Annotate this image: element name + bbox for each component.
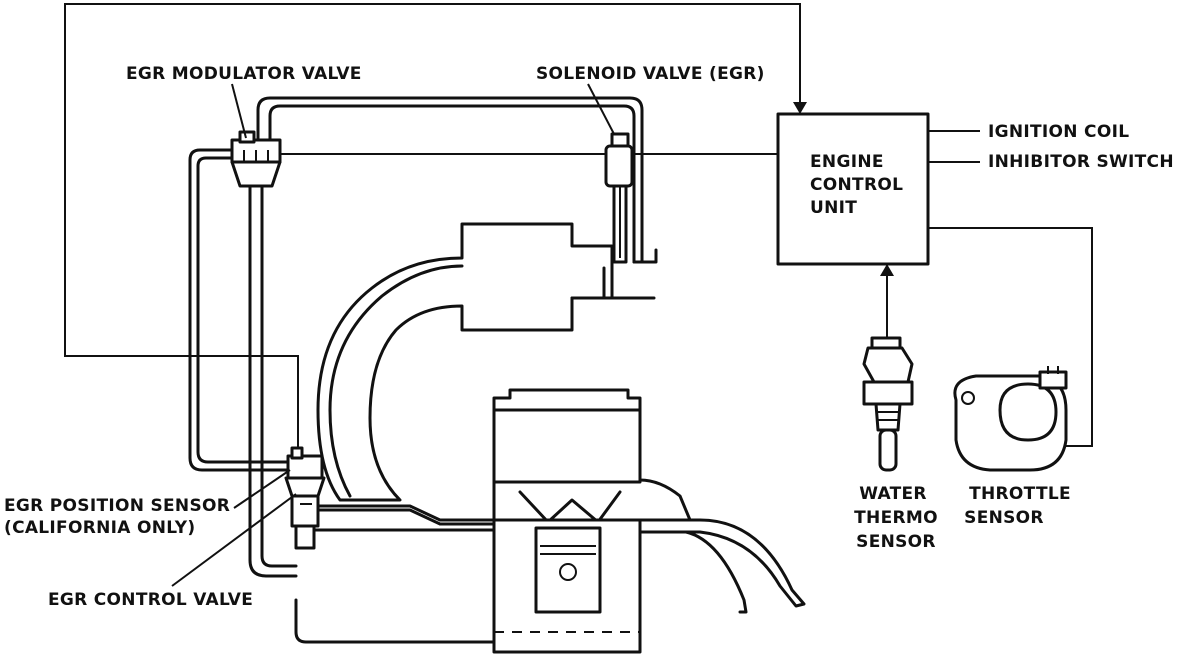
leader-lines [171, 83, 615, 587]
ecu-label-line2: CONTROL [810, 175, 904, 195]
egr-control-valve [284, 446, 326, 550]
engine-block [294, 388, 806, 644]
inhibitor-switch-label: INHIBITOR SWITCH [988, 152, 1174, 172]
engine-control-unit [776, 112, 1093, 447]
ecu-label-line3: UNIT [810, 198, 858, 218]
egr-position-sensor-label-line2: (CALIFORNIA ONLY) [4, 518, 196, 538]
egr-control-valve-label: EGR CONTROL VALVE [48, 590, 254, 610]
intake-manifold [316, 222, 656, 502]
vacuum-hose-left [188, 148, 290, 472]
egr-modulator-valve [230, 130, 298, 578]
water-thermo-sensor-label-line2: THERMO [854, 508, 938, 528]
throttle-sensor-label-line1: THROTTLE [969, 484, 1071, 504]
water-thermo-sensor-label-line3: SENSOR [856, 532, 936, 552]
solenoid-valve-label: SOLENOID VALVE (EGR) [536, 64, 765, 84]
position-sensor-signal-wire [64, 3, 807, 460]
throttle-sensor-label-line2: SENSOR [964, 508, 1044, 528]
water-thermo-sensor [862, 336, 914, 472]
ignition-coil-label: IGNITION COIL [988, 122, 1130, 142]
water-thermo-sensor-label-line1: WATER [859, 484, 927, 504]
throttle-sensor [953, 366, 1068, 472]
piston [492, 518, 642, 654]
egr-position-sensor-label-line1: EGR POSITION SENSOR [4, 496, 231, 516]
egr-modulator-valve-label: EGR MODULATOR VALVE [126, 64, 362, 84]
ecu-label-line1: ENGINE [810, 152, 884, 172]
vacuum-hose-top [256, 96, 658, 264]
solenoid-valve-egr [604, 132, 634, 264]
